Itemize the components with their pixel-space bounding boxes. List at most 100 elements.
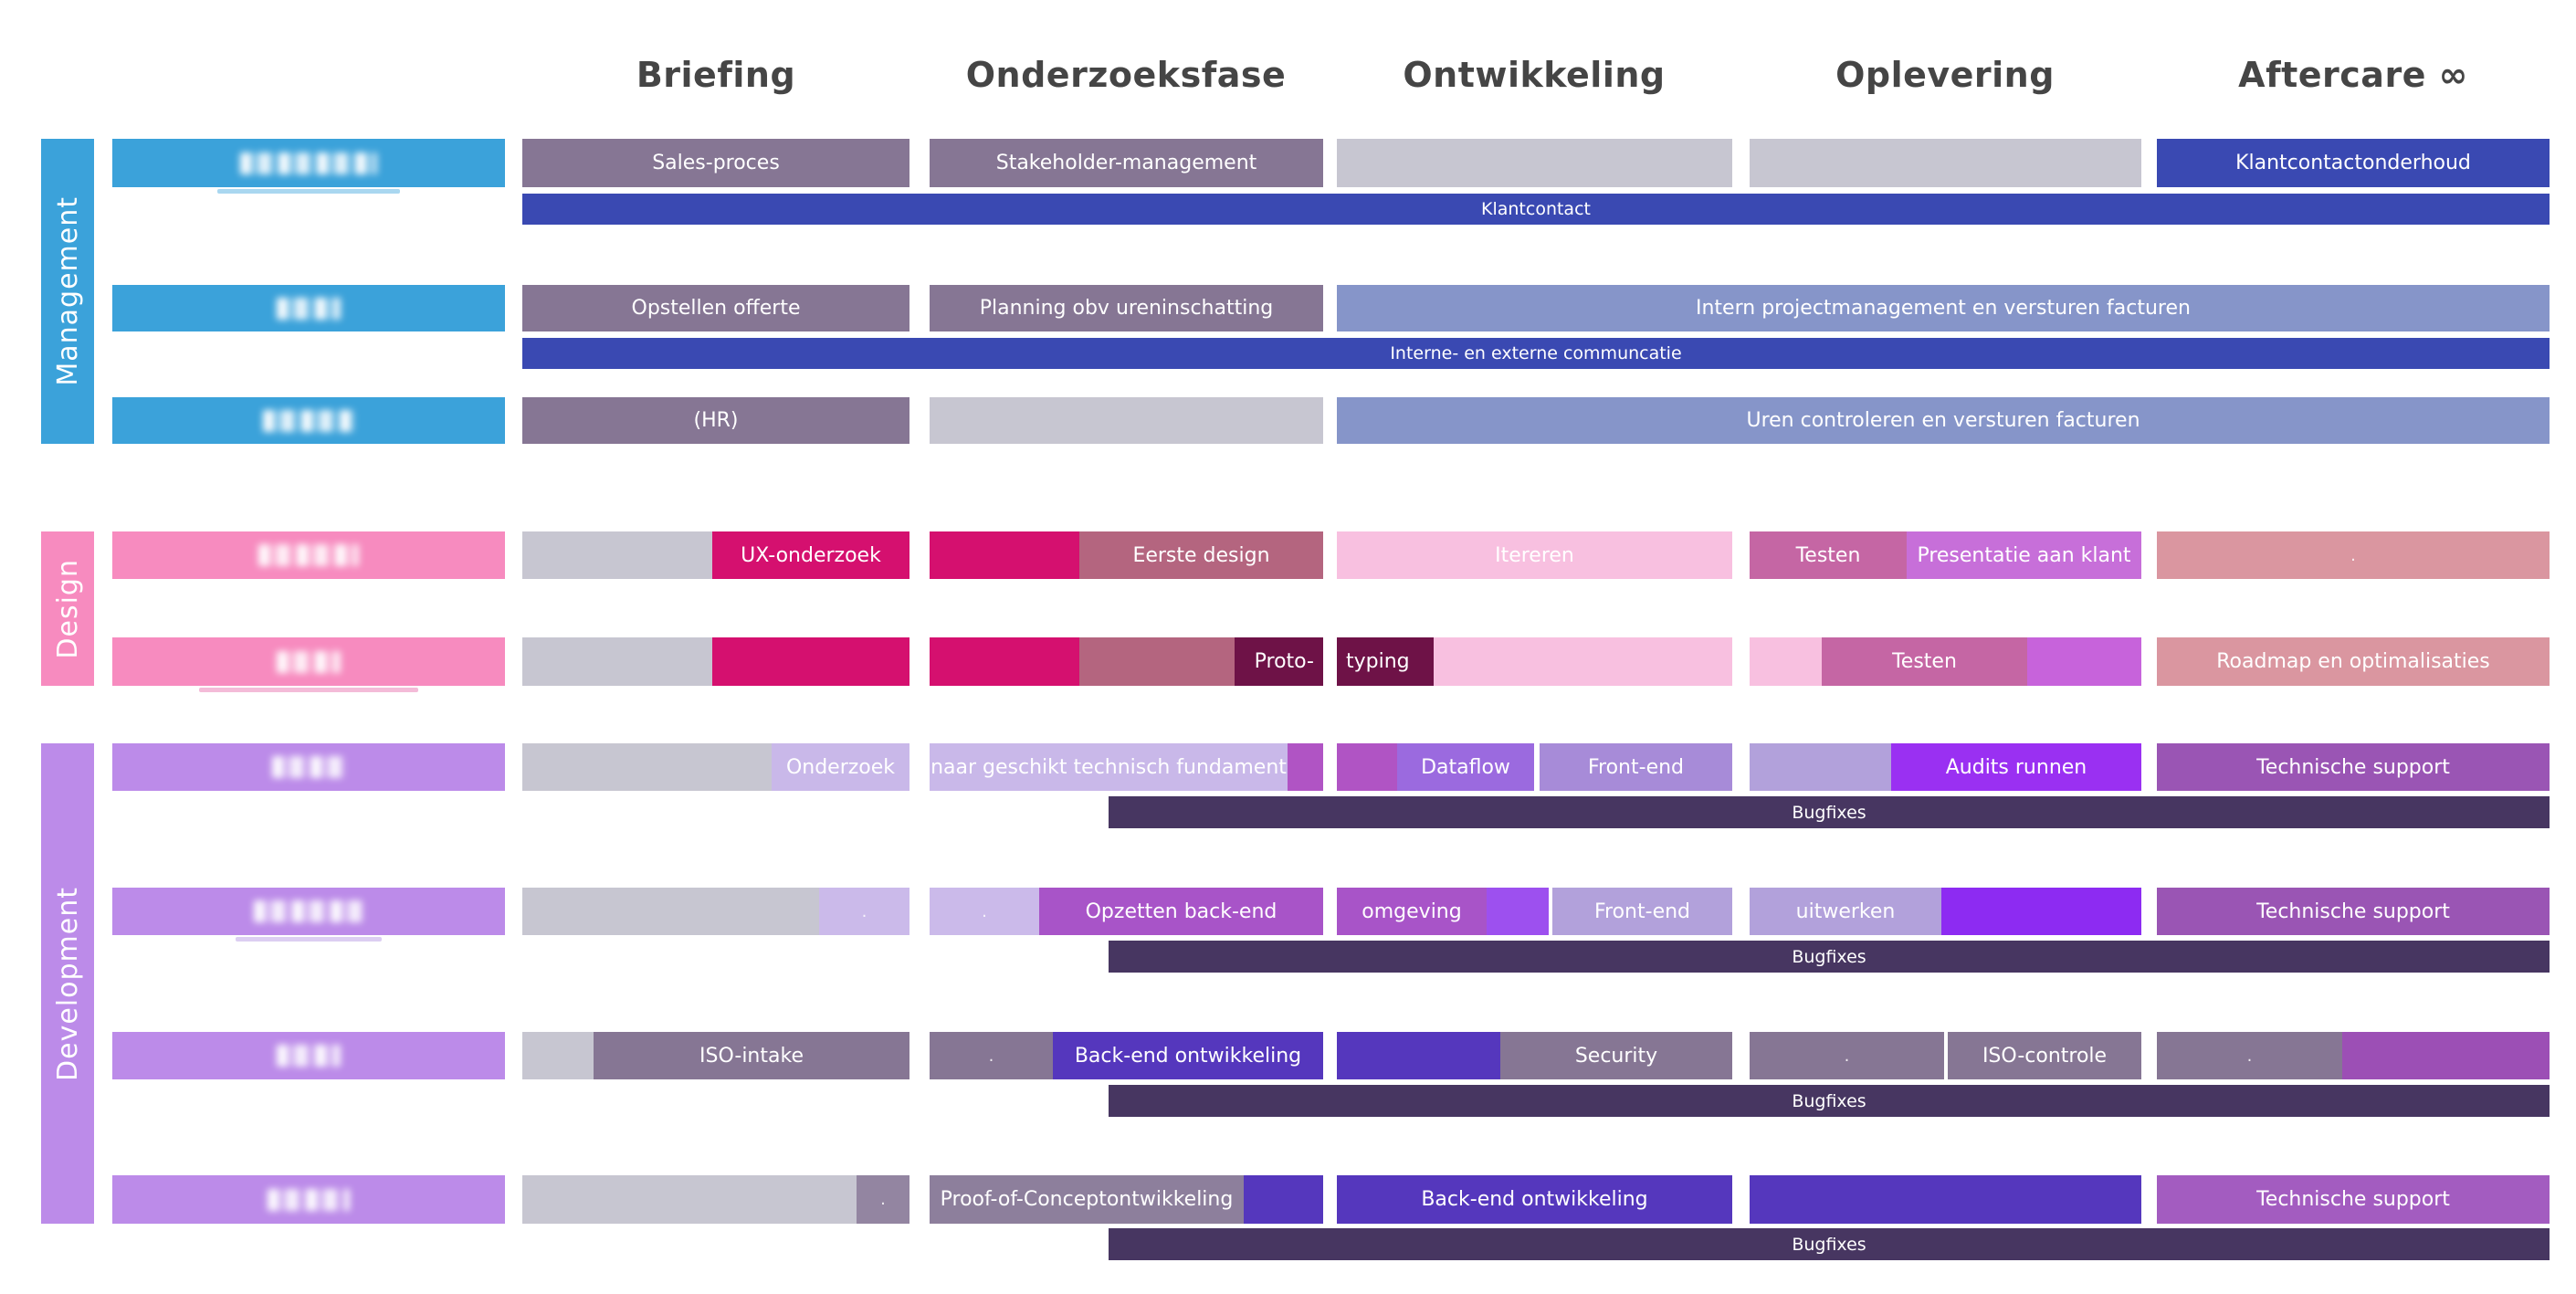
task-bar — [2027, 637, 2141, 686]
group-bar-development: Development — [41, 743, 94, 1224]
task-bar-testen: Testen — [1750, 531, 1907, 579]
task-bar-intern-projectmanagement-en-versturen-facturen: Intern projectmanagement en versturen fa… — [1337, 285, 2550, 331]
task-label: Stakeholder-management — [995, 152, 1257, 174]
task-bar — [1750, 139, 2141, 187]
task-label: Klantcontact — [1481, 199, 1591, 219]
phase-header-ontwikkeling: Ontwikkeling — [1403, 55, 1666, 95]
task-bar — [1337, 1032, 1500, 1079]
task-label: Proto- — [1254, 650, 1314, 673]
phase-header-aftercare: Aftercare ∞ — [2238, 55, 2468, 95]
task-bar — [712, 637, 909, 686]
team-member-label — [112, 743, 505, 791]
task-label: Back-end ontwikkeling — [1074, 1044, 1302, 1068]
task-label: Planning obv ureninschatting — [979, 297, 1274, 320]
task-bar-interne-en-externe-communcatie: Interne- en externe communcatie — [522, 338, 2550, 369]
task-label: Itereren — [1495, 543, 1574, 567]
task-label: Klantcontactonderhoud — [2235, 152, 2471, 174]
task-bar-ux-onderzoek: UX-onderzoek — [712, 531, 909, 579]
redacted-name — [277, 297, 341, 320]
task-bar-technische-support: Technische support — [2157, 1175, 2550, 1224]
task-bar — [522, 1032, 594, 1079]
task-label: Onderzoek — [785, 755, 896, 779]
task-bar: . — [930, 888, 1039, 935]
task-bar-hr: (HR) — [522, 397, 909, 444]
phase-header-oplevering: Oplevering — [1835, 55, 2055, 95]
task-label: Roadmap en optimalisaties — [2216, 650, 2490, 673]
task-bar — [1750, 1175, 2141, 1224]
task-label: Back-end ontwikkeling — [1421, 1188, 1648, 1211]
task-label: Proof-of-Conceptontwikkeling — [940, 1188, 1234, 1211]
task-bar-technische-support: Technische support — [2157, 888, 2550, 935]
phase-header-briefing: Briefing — [636, 55, 796, 95]
redacted-name — [272, 756, 345, 778]
task-bar-omgeving: omgeving — [1337, 888, 1487, 935]
task-label: Eerste design — [1132, 543, 1270, 567]
task-bar-proof-of-conceptontwikkeling: Proof-of-Conceptontwikkeling — [930, 1175, 1244, 1224]
task-bar — [522, 743, 772, 791]
task-label: Sales-proces — [652, 152, 780, 174]
label-underline — [199, 688, 418, 692]
task-label: Opstellen offerte — [631, 297, 801, 320]
task-label: Front-end — [1593, 899, 1691, 923]
task-bar-iso-controle: ISO-controle — [1948, 1032, 2141, 1079]
task-bar-technische-support: Technische support — [2157, 743, 2550, 791]
task-label: UX-onderzoek — [741, 543, 881, 567]
task-label: . — [988, 1046, 994, 1066]
task-bar-eerste-design: Eerste design — [1079, 531, 1323, 579]
task-label: Intern projectmanagement en versturen fa… — [1696, 297, 2191, 320]
team-member-label — [112, 285, 505, 331]
task-bar-klantcontactonderhoud: Klantcontactonderhoud — [2157, 139, 2550, 187]
group-label-development: Development — [51, 886, 84, 1081]
task-bar-onderzoek: Onderzoek — [772, 743, 909, 791]
team-member-label — [112, 1032, 505, 1079]
task-label: Technische support — [2256, 755, 2450, 779]
task-bar-dataflow: Dataflow — [1397, 743, 1534, 791]
task-bar — [1487, 888, 1549, 935]
task-label: Testen — [1795, 543, 1861, 567]
task-label: Dataflow — [1421, 755, 1510, 779]
task-label: Front-end — [1587, 755, 1685, 779]
task-bar-opstellen-offerte: Opstellen offerte — [522, 285, 909, 331]
task-bar — [1079, 637, 1235, 686]
task-bar — [1244, 1175, 1323, 1224]
task-bar-uren-controleren-en-versturen-facturen: Uren controleren en versturen facturen — [1337, 397, 2550, 444]
redacted-name — [258, 544, 359, 566]
team-member-label — [112, 637, 505, 686]
group-bar-management: Management — [41, 139, 94, 444]
task-label: (HR) — [693, 409, 739, 432]
task-bar: . — [2157, 1032, 2342, 1079]
task-bar-presentatie-aan-klant: Presentatie aan klant — [1907, 531, 2141, 579]
task-label: omgeving — [1362, 899, 1462, 923]
redacted-name — [254, 900, 363, 922]
task-bar-roadmap-en-optimalisaties: Roadmap en optimalisaties — [2157, 637, 2550, 686]
task-bar-front-end: Front-end — [1552, 888, 1732, 935]
task-label: Presentatie aan klant — [1917, 543, 2131, 567]
phase-header-onderzoeksfase: Onderzoeksfase — [965, 55, 1287, 95]
task-bar — [522, 888, 819, 935]
task-bar — [1337, 743, 1397, 791]
task-bar: . — [857, 1175, 909, 1224]
task-bar-audits-runnen: Audits runnen — [1891, 743, 2141, 791]
task-bar-back-end-ontwikkeling: Back-end ontwikkeling — [1053, 1032, 1323, 1079]
task-bar — [1288, 743, 1323, 791]
task-label: Uren controleren en versturen facturen — [1746, 409, 2140, 432]
group-label-design: Design — [51, 558, 84, 659]
task-bar-iso-intake: ISO-intake — [594, 1032, 909, 1079]
task-bar — [522, 531, 712, 579]
task-label: . — [880, 1190, 886, 1209]
task-bar — [930, 397, 1323, 444]
task-label: Security — [1574, 1044, 1658, 1068]
task-label: typing — [1346, 650, 1410, 673]
task-bar — [930, 637, 1079, 686]
task-bar-uitwerken: uitwerken — [1750, 888, 1941, 935]
task-bar: . — [1750, 1032, 1944, 1079]
task-bar — [522, 1175, 857, 1224]
task-bar-proto: Proto- — [1235, 637, 1323, 686]
task-bar — [1434, 637, 1732, 686]
task-label: Bugfixes — [1792, 1090, 1866, 1111]
task-bar — [2342, 1032, 2550, 1079]
task-label: Bugfixes — [1792, 802, 1866, 823]
task-bar — [930, 531, 1079, 579]
task-bar-bugfixes: Bugfixes — [1109, 1228, 2550, 1260]
task-label: naar geschikt technisch fundament — [931, 755, 1287, 779]
